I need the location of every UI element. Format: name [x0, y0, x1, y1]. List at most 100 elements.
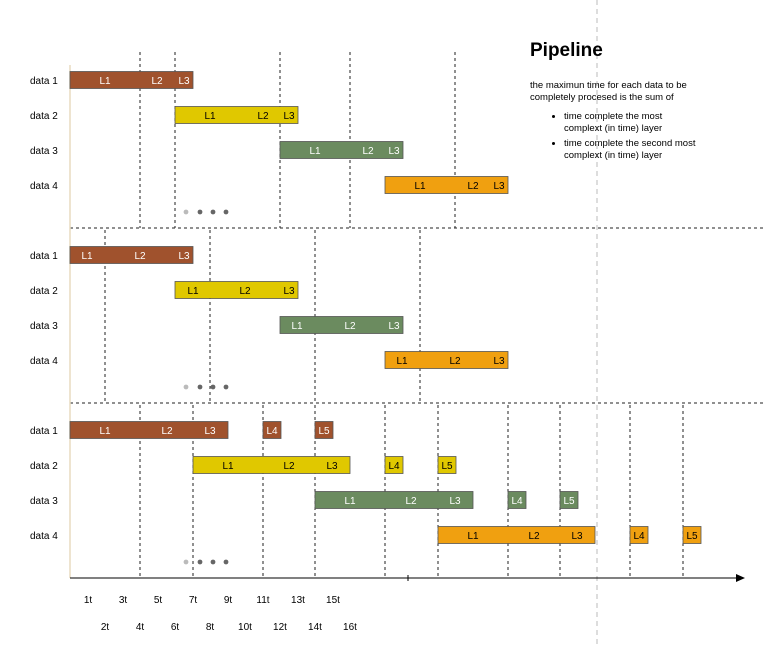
time-tick-label: 5t: [154, 595, 163, 606]
bullet-item: time complete the most complext (in time…: [564, 111, 700, 134]
time-tick-label: 3t: [119, 595, 128, 606]
row-label-data-4: data 4: [30, 531, 58, 542]
layer-bar-block: [69, 246, 194, 264]
time-tick-label: 16t: [343, 622, 357, 633]
time-tick-label: 10t: [238, 622, 252, 633]
layer-label: L3: [388, 146, 400, 157]
ellipsis-dot: [223, 559, 229, 565]
layer-bar-block: [314, 421, 334, 439]
layer-label: L3: [204, 426, 216, 437]
ellipsis-dot: [210, 209, 216, 215]
layer-label: L3: [178, 251, 190, 262]
layer-label: L5: [686, 531, 698, 542]
time-tick-label: 6t: [171, 622, 180, 633]
ellipsis-dot: [210, 384, 216, 390]
row-label-data-2: data 2: [30, 111, 58, 122]
ellipsis-dot: [223, 384, 229, 390]
time-tick-label: 13t: [291, 595, 305, 606]
layer-label: L2: [528, 531, 540, 542]
time-tick-label: 14t: [308, 622, 322, 633]
row-label-data-2: data 2: [30, 286, 58, 297]
layer-label: L2: [283, 461, 295, 472]
layer-bar-block: [279, 316, 404, 334]
layer-label: L3: [283, 286, 295, 297]
layer-bar-block: [314, 491, 474, 509]
layer-label: L2: [344, 321, 356, 332]
row-label-data-4: data 4: [30, 181, 58, 192]
layer-bar-block: [682, 526, 702, 544]
layer-label: L1: [99, 76, 111, 87]
layer-label: L1: [204, 111, 216, 122]
layer-label: L5: [441, 461, 453, 472]
ellipsis-dot: [183, 209, 189, 215]
layer-label: L2: [239, 286, 251, 297]
info-panel: Pipeline the maximun time for each data …: [530, 40, 700, 165]
layer-label: L3: [178, 76, 190, 87]
row-label-data-1: data 1: [30, 76, 58, 87]
ellipsis-dot: [210, 559, 216, 565]
layer-bar-block: [174, 106, 299, 124]
layer-label: L2: [134, 251, 146, 262]
time-tick-label: 15t: [326, 595, 340, 606]
time-tick-label: 2t: [101, 622, 110, 633]
layer-label: L2: [467, 181, 479, 192]
row-label-data-2: data 2: [30, 461, 58, 472]
layer-bar-block: [384, 456, 404, 474]
layer-label: L3: [493, 356, 505, 367]
ellipsis-dot: [223, 209, 229, 215]
layer-label: L5: [563, 496, 575, 507]
row-label-data-4: data 4: [30, 356, 58, 367]
ellipsis-dot: [197, 559, 203, 565]
layer-bar-block: [279, 141, 404, 159]
layer-label: L3: [283, 111, 295, 122]
layer-label: L1: [222, 461, 234, 472]
layer-label: L1: [396, 356, 408, 367]
layer-bar-block: [384, 351, 509, 369]
bullet-item: time complete the second most complext (…: [564, 138, 700, 161]
layer-label: L4: [388, 461, 400, 472]
layer-bar-block: [437, 526, 596, 544]
layer-label: L1: [99, 426, 111, 437]
time-tick-label: 11t: [256, 595, 269, 606]
row-label-data-1: data 1: [30, 426, 58, 437]
time-tick-label: 8t: [206, 622, 215, 633]
time-tick-label: 9t: [224, 595, 233, 606]
layer-label: L2: [257, 111, 269, 122]
row-label-data-1: data 1: [30, 251, 58, 262]
layer-label: L4: [266, 426, 278, 437]
time-tick-label: 1t: [84, 595, 93, 606]
layer-label: L1: [414, 181, 426, 192]
layer-label: L2: [161, 426, 173, 437]
layer-label: L2: [449, 356, 461, 367]
time-axis-arrow-icon: [736, 574, 745, 582]
ellipsis-dot: [197, 209, 203, 215]
layer-bar-block: [262, 421, 282, 439]
layer-bar-block: [192, 456, 351, 474]
layer-label: L5: [318, 426, 330, 437]
ellipsis-dot: [197, 384, 203, 390]
layer-label: L3: [571, 531, 583, 542]
layer-label: L3: [493, 181, 505, 192]
ellipsis-dot: [183, 384, 189, 390]
layer-label: L3: [326, 461, 338, 472]
time-tick-label: 4t: [136, 622, 145, 633]
layer-label: L1: [81, 251, 93, 262]
layer-bar-block: [507, 491, 527, 509]
layer-label: L1: [291, 321, 303, 332]
layer-label: L2: [362, 146, 374, 157]
layer-label: L1: [344, 496, 356, 507]
layer-label: L3: [449, 496, 461, 507]
layer-bar-block: [69, 421, 229, 439]
layer-bar-block: [559, 491, 579, 509]
layer-label: L2: [151, 76, 163, 87]
diagram-title: Pipeline: [530, 40, 603, 61]
layer-label: L4: [511, 496, 523, 507]
layer-label: L1: [309, 146, 321, 157]
description-text: the maximun time for each data to be com…: [530, 80, 687, 103]
layer-bar-block: [437, 456, 457, 474]
row-label-data-3: data 3: [30, 496, 58, 507]
layer-label: L2: [405, 496, 417, 507]
layer-label: L1: [187, 286, 199, 297]
layer-label: L3: [388, 321, 400, 332]
